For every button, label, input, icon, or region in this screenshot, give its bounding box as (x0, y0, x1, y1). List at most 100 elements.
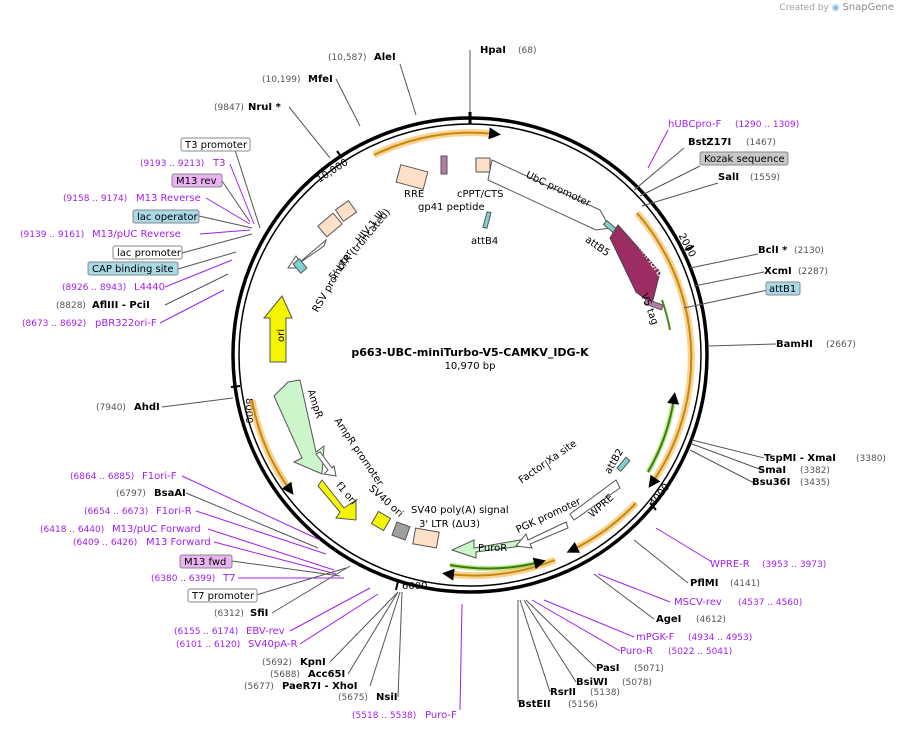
t7-promoter-tag (187, 588, 258, 603)
site-bsaai: BsaAI (154, 488, 186, 499)
site-xcmi: XcmI (764, 266, 792, 277)
primer-hubcpro: hUBCpro-F (668, 119, 721, 130)
leader-puror (531, 599, 621, 652)
site-nrui: NruI * (248, 102, 282, 113)
green-arc-3 (449, 557, 546, 570)
site-mfei: MfeI (308, 74, 333, 85)
attb1-tag (765, 281, 801, 296)
ampr-arrow (273, 379, 325, 475)
leader-bstz17i (633, 147, 685, 191)
pgk-promoter-arrow (515, 521, 569, 549)
pos-pbr322: (8673 .. 8692) (22, 319, 86, 329)
ori-label: ori (276, 329, 287, 342)
leader-lacop (198, 215, 253, 229)
leader-attb1 (683, 289, 769, 309)
lac-operator-tag (132, 209, 200, 224)
primer-puror: Puro-R (620, 646, 653, 657)
site-bcli: BclI * (758, 245, 788, 256)
leader-bsaai (185, 492, 319, 549)
primer-mscv: MSCV-rev (674, 597, 722, 608)
orf-arc-top (373, 127, 501, 156)
cppt-label: cPPT/CTS (457, 189, 503, 200)
pos-bsiwi: (5078) (622, 678, 652, 688)
pos-f1ori-f: (6864 .. 6885) (70, 472, 134, 482)
primer-f1ori-f: F1ori-F (142, 471, 177, 482)
site-bsiwi: BsiWI (576, 677, 608, 688)
rsv-attb-box (292, 258, 308, 274)
pos-mfei: (10,199) (262, 75, 301, 85)
primer-purof: Puro-F (425, 710, 457, 721)
site-alei: AleI (374, 52, 396, 63)
pos-ebv: (6155 .. 6174) (174, 627, 238, 637)
leader-agei (593, 573, 655, 620)
attb2-box (616, 456, 631, 472)
site-afliii: AflIII - PciI (92, 300, 150, 311)
kozak-label: Kozak sequence (704, 154, 785, 165)
leader-m13puc-fwd (207, 528, 335, 571)
leader-kpni (329, 591, 399, 663)
ltr5-box (317, 212, 343, 238)
plasmid-title: p663-UBC-miniTurbo-V5-CAMKV_IDG-K (351, 346, 589, 359)
site-smai: SmaI (758, 465, 786, 476)
leader-acc65i (347, 591, 399, 675)
gp41-label: gp41 peptide (418, 202, 485, 213)
orf-arc-right (636, 212, 693, 488)
pos-sfii: (6312) (214, 609, 244, 619)
site-agei: AgeI (656, 614, 681, 625)
right-labels: HpaI (68) hUBCpro-F (1290 .. 1309) BstZ1… (480, 45, 886, 710)
pos-bstz17i: (1467) (746, 138, 776, 148)
pos-bamhi: (2667) (826, 340, 856, 350)
lac-operator-label: lac operator (137, 212, 198, 223)
primer-t7: T7 (222, 573, 235, 584)
leader-bamhi (707, 343, 777, 347)
leader-m13rev (221, 180, 251, 223)
ltr3-label: 3' LTR (ΔU3) (419, 519, 480, 530)
ori-arrow (262, 295, 293, 363)
leader-pbr322 (159, 289, 225, 324)
factor-xa-label: Factor Xa site (517, 438, 579, 486)
primer-m13reverse: M13 Reverse (136, 193, 201, 204)
leader-l4440 (164, 259, 233, 288)
m13-fwd-label: M13 fwd (184, 557, 226, 568)
orf-arcs (248, 127, 695, 581)
site-nsii: NsiI (376, 692, 397, 703)
leader-wprer (655, 527, 713, 563)
leader-m13fwdbox (231, 560, 341, 577)
attb4-box (482, 211, 492, 229)
pos-bsu36i: (3435) (800, 478, 830, 488)
pos-f1ori-r: (6654 .. 6673) (84, 507, 148, 517)
primer-l4440: L4440 (134, 282, 165, 293)
tick-2000 (684, 245, 695, 251)
tick-label-4000: 4000 (648, 482, 672, 509)
site-pflmi: PflMI (690, 578, 718, 589)
leader-bsiwi (523, 599, 577, 683)
orf-arc-lower-right (566, 502, 637, 553)
leader-xcmi (693, 271, 765, 287)
pos-pflmi: (4141) (730, 579, 760, 589)
snapgene-credit: Created by ◉ SnapGene (779, 2, 894, 13)
leader-hubcpro (647, 129, 669, 169)
pos-nsii: (5675) (338, 693, 368, 703)
pos-smai: (3382) (800, 466, 830, 476)
cap-binding-tag (87, 261, 179, 276)
tick-label-8000: 8000 (243, 398, 254, 423)
leader-t3prom (234, 149, 261, 229)
lac-promoter-tag (112, 245, 183, 260)
t3-promoter-tag (180, 137, 251, 152)
v5-label: V5 tag (638, 292, 660, 327)
leader-sali (641, 182, 719, 207)
pos-t3: (9193 .. 9213) (140, 159, 204, 169)
pos-alei: (10,587) (328, 53, 367, 63)
site-pasi: PasI (596, 663, 619, 674)
orf-arc-left (251, 399, 294, 495)
primer-mpgkf: mPGK-F (636, 632, 675, 643)
leader-xhoi (369, 591, 401, 687)
v5-box (643, 298, 664, 311)
tick-4000 (649, 502, 657, 511)
attb5-label: attB5 (583, 234, 612, 259)
leader-alei (399, 63, 417, 116)
leader-smai (691, 443, 763, 471)
pos-pasi: (5071) (634, 664, 664, 674)
lac-promoter-label: lac promoter (117, 248, 182, 259)
f1-ori-arrow (317, 479, 357, 521)
